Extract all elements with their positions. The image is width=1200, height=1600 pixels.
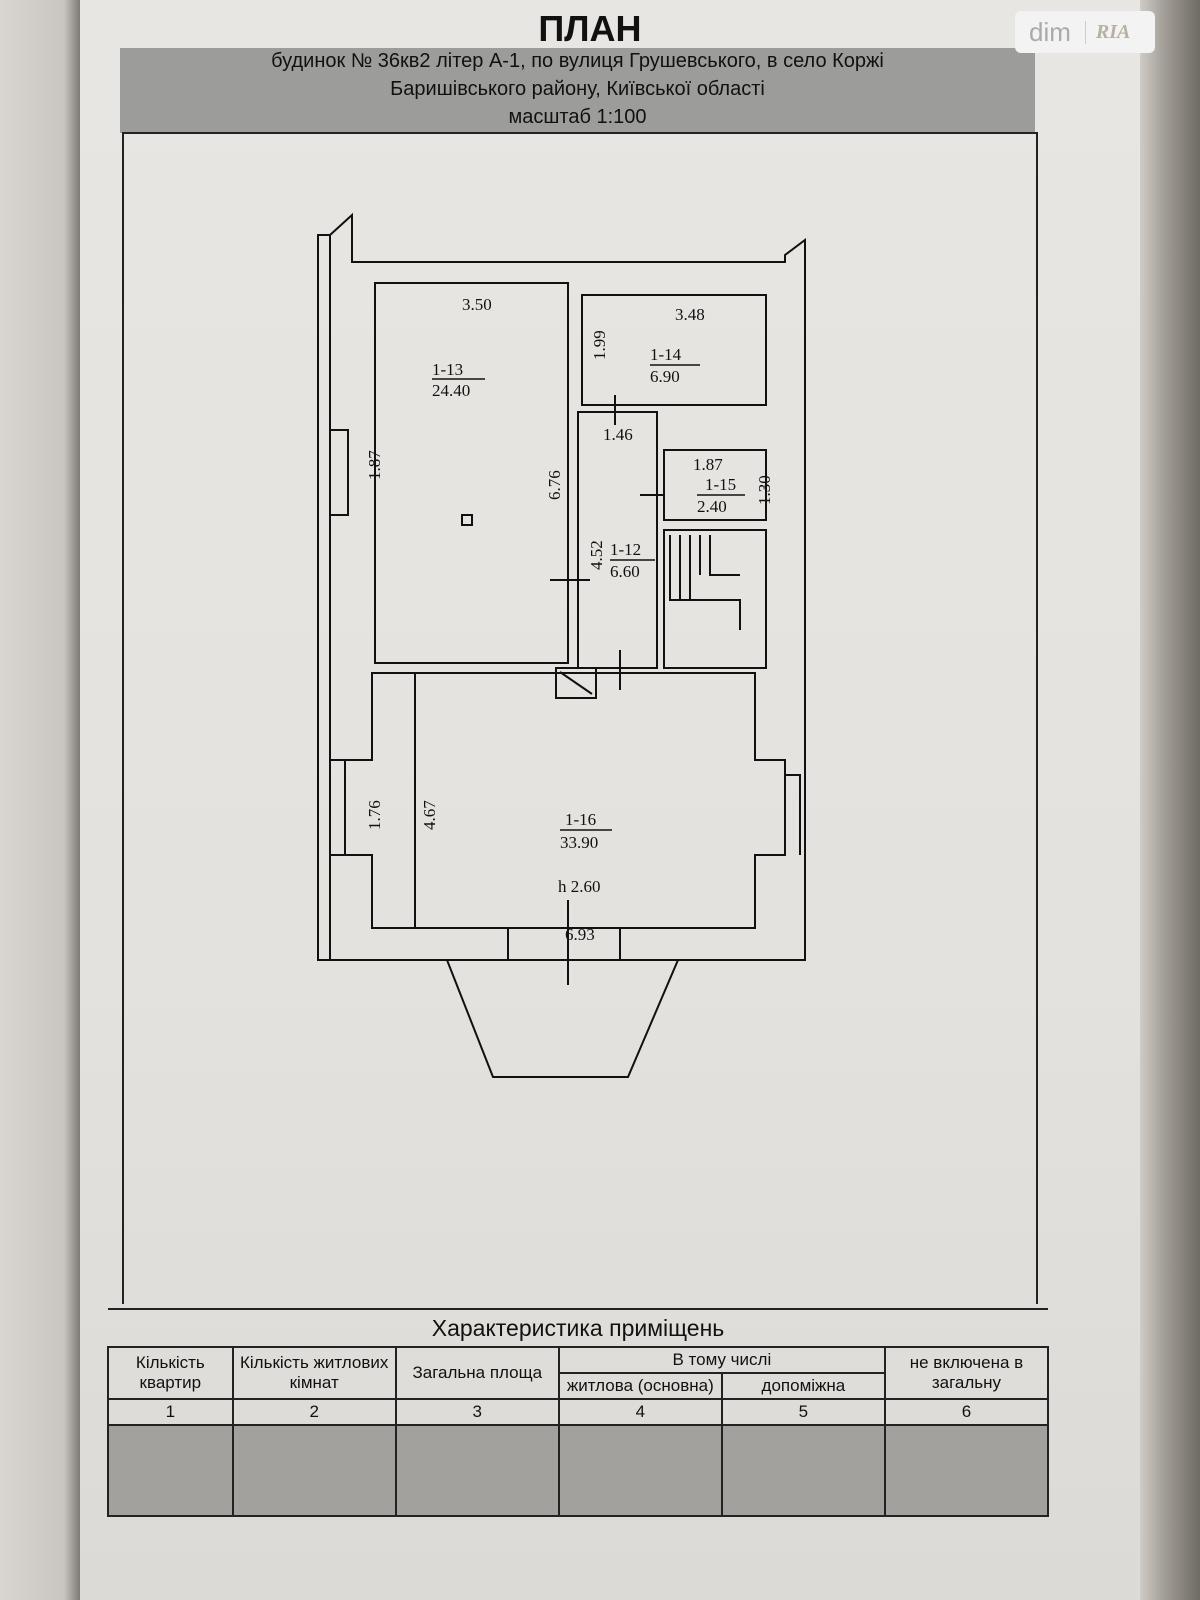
room-id: 1-16 [565, 810, 596, 829]
dim-label: 6.76 [545, 470, 564, 500]
room-1-12-outline [577, 411, 658, 669]
table-cell [883, 1424, 1050, 1517]
dim-label: 4.52 [587, 540, 606, 570]
column-number: 5 [720, 1398, 886, 1426]
room-id: 1-13 [432, 360, 463, 379]
room-id: 1-12 [610, 540, 641, 559]
dim-label: 1.99 [590, 330, 609, 360]
room-1-13-outline [374, 282, 569, 664]
table-cell [231, 1424, 397, 1517]
room-id: 1-15 [705, 475, 736, 494]
room-area: 6.60 [610, 562, 640, 581]
table-cell [107, 1424, 234, 1517]
stairs-outline [663, 529, 767, 669]
room-area: 2.40 [697, 497, 727, 516]
dim-label: 3.48 [675, 305, 705, 324]
column-header: допоміжна [720, 1372, 886, 1400]
dim-label: 1.76 [365, 800, 384, 830]
table-caption: Характеристика приміщень [108, 1308, 1048, 1348]
dim-label: 1.87 [365, 450, 384, 480]
column-header: житлова (основна) [557, 1372, 723, 1400]
table-row [107, 1424, 1050, 1517]
dim-label: 3.50 [462, 295, 492, 314]
column-number: 4 [557, 1398, 723, 1426]
column-number: 6 [883, 1398, 1050, 1426]
watermark-brand: dim [1029, 16, 1071, 47]
room-area: 6.90 [650, 367, 680, 386]
header-band [120, 48, 1035, 133]
page-stack-edge [1140, 0, 1200, 1600]
column-group-header: В тому числі [557, 1346, 886, 1374]
scale-label: масштаб 1:100 [508, 106, 647, 128]
drawing-frame [122, 132, 1038, 1304]
room-1-15-outline [663, 449, 767, 521]
dim-label: 4.67 [420, 800, 439, 830]
room-area: 33.90 [560, 833, 598, 852]
region-line: Баришівського району, Київської області [390, 78, 765, 100]
page-title: ПЛАН [538, 8, 642, 49]
column-header: Загальна площа [394, 1346, 560, 1400]
dim-label: 6.93 [565, 925, 595, 944]
table-cell [557, 1424, 723, 1517]
column-header: не включена в загальну [883, 1346, 1050, 1400]
previous-page-edge [0, 0, 80, 1600]
column-header: Кількість квартир [107, 1346, 234, 1400]
table-cell [394, 1424, 560, 1517]
room-id: 1-14 [650, 345, 682, 364]
room-1-14-outline [581, 294, 767, 406]
column-number: 1 [107, 1398, 234, 1426]
column-number: 2 [231, 1398, 397, 1426]
premises-table: Характеристика приміщень Кількість кварт… [107, 1308, 1050, 1517]
dim-label: 1.46 [603, 425, 633, 444]
room-area: 24.40 [432, 381, 470, 400]
column-number: 3 [394, 1398, 560, 1426]
address-line: будинок № 36кв2 літер А-1, по вулиця Гру… [271, 50, 884, 72]
porch-outline [445, 959, 680, 1078]
ceiling-height: h 2.60 [558, 877, 601, 896]
walls [317, 212, 806, 1078]
dim-label: 1.30 [755, 475, 774, 505]
column-header: Кількість житлових кімнат [231, 1346, 397, 1400]
dim-label: 1.87 [693, 455, 723, 474]
watermark-mark: RIA [1084, 20, 1130, 44]
watermark-logo: dim RIA [1015, 11, 1155, 53]
table-cell [720, 1424, 886, 1517]
